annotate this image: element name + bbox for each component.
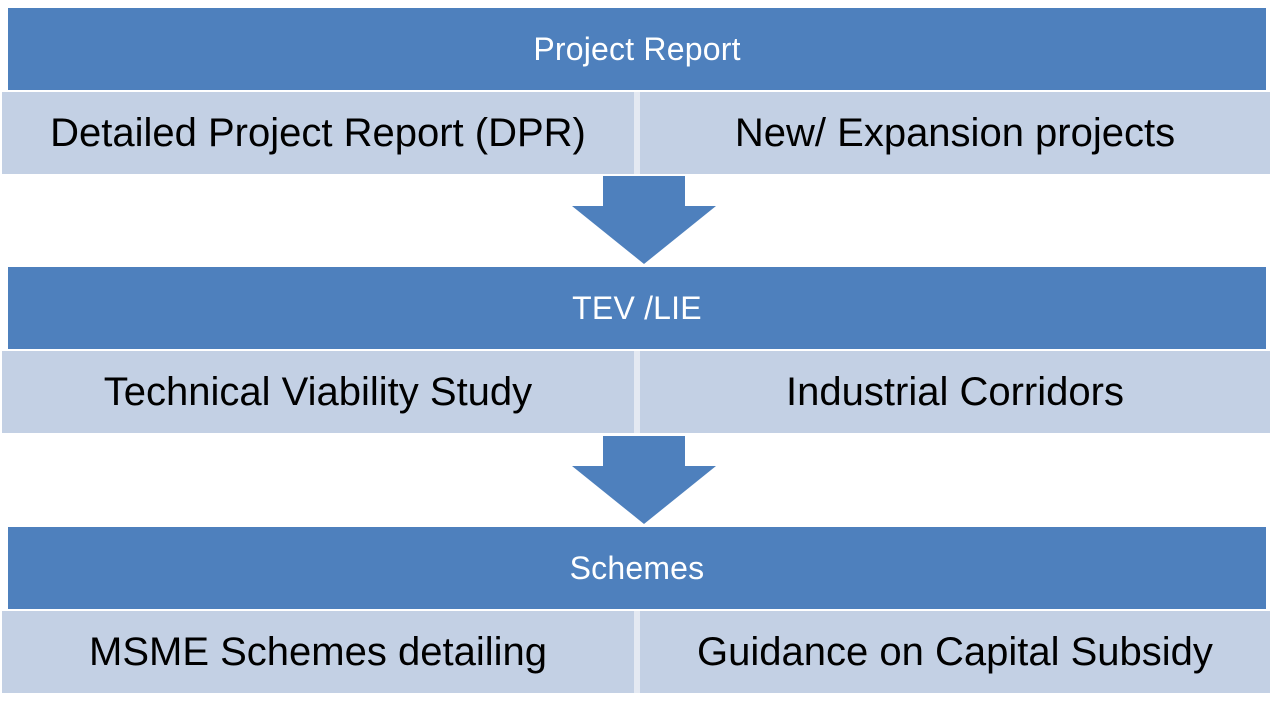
connector-2: [0, 436, 1288, 524]
block-row-tev-lie: Technical Viability Study Industrial Cor…: [2, 351, 1270, 433]
block-header-schemes: Schemes: [8, 527, 1266, 609]
cell-detailed-project-report: Detailed Project Report (DPR): [2, 92, 634, 174]
block-row-schemes: MSME Schemes detailing Guidance on Capit…: [2, 611, 1270, 693]
column-divider: [634, 351, 640, 433]
flow-block-schemes: Schemes MSME Schemes detailing Guidance …: [0, 527, 1288, 693]
column-divider: [634, 611, 640, 693]
column-divider: [634, 92, 640, 174]
cell-guidance-on-capital-subsidy: Guidance on Capital Subsidy: [640, 611, 1270, 693]
cell-technical-viability-study: Technical Viability Study: [2, 351, 634, 433]
cell-new-expansion-projects: New/ Expansion projects: [640, 92, 1270, 174]
block-row-project-report: Detailed Project Report (DPR) New/ Expan…: [2, 92, 1270, 174]
arrow-down-icon: [572, 436, 716, 524]
block-header-project-report: Project Report: [8, 8, 1266, 90]
connector-1: [0, 176, 1288, 264]
flow-block-tev-lie: TEV /LIE Technical Viability Study Indus…: [0, 267, 1288, 433]
arrow-down-icon: [572, 176, 716, 264]
cell-industrial-corridors: Industrial Corridors: [640, 351, 1270, 433]
cell-msme-schemes-detailing: MSME Schemes detailing: [2, 611, 634, 693]
flow-block-project-report: Project Report Detailed Project Report (…: [0, 8, 1288, 174]
block-header-tev-lie: TEV /LIE: [8, 267, 1266, 349]
